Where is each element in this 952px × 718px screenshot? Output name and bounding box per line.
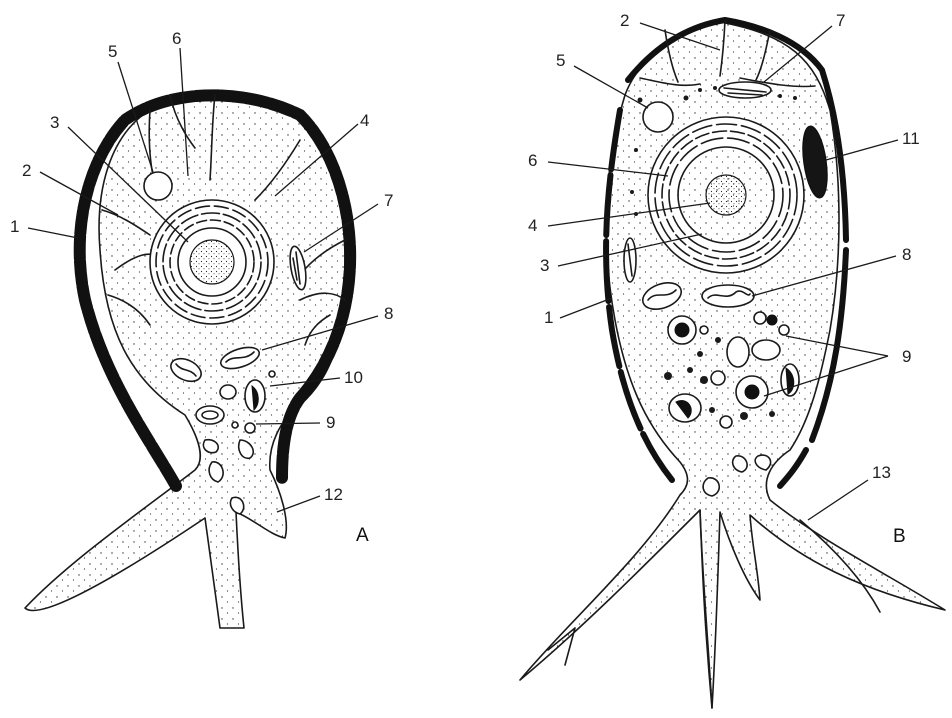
callout-a-9: 9 — [326, 413, 335, 432]
callout-a-6: 6 — [172, 29, 181, 48]
callout-b-1: 1 — [544, 308, 553, 327]
callout-b-11: 11 — [902, 129, 920, 148]
callout-a-7: 7 — [384, 191, 393, 210]
callout-a-2: 2 — [22, 161, 31, 180]
callout-a-8: 8 — [384, 304, 393, 323]
callout-b-9: 9 — [902, 347, 911, 366]
callout-b-2: 2 — [620, 11, 629, 30]
callout-a-1: 1 — [10, 217, 19, 236]
callout-b-13: 13 — [872, 463, 891, 482]
leader-a-1 — [28, 228, 78, 238]
cell-a-nucleolus — [190, 240, 234, 284]
cell-b-nucleolus — [706, 175, 746, 215]
panel-a: 1 2 3 4 5 6 7 8 10 9 12 A — [10, 29, 393, 628]
callout-a-5: 5 — [108, 42, 117, 61]
callout-b-7: 7 — [836, 11, 845, 30]
cell-b-vacuole — [643, 102, 673, 132]
leader-b-1 — [560, 298, 612, 318]
callout-b-3: 3 — [540, 256, 549, 275]
leader-b-13 — [808, 480, 868, 520]
panel-label-a: A — [356, 525, 369, 546]
callout-a-10: 10 — [344, 368, 363, 387]
panel-label-b: B — [893, 526, 906, 547]
callout-b-4: 4 — [528, 216, 537, 235]
callout-a-3: 3 — [50, 113, 59, 132]
cell-a-vacuole — [144, 172, 172, 200]
panel-b: 2 7 5 11 6 4 3 8 1 9 13 B — [520, 11, 945, 708]
callout-a-12: 12 — [324, 485, 343, 504]
callout-b-8: 8 — [902, 245, 911, 264]
callout-a-4: 4 — [360, 111, 369, 130]
callout-b-6: 6 — [528, 151, 537, 170]
callout-b-5: 5 — [556, 51, 565, 70]
